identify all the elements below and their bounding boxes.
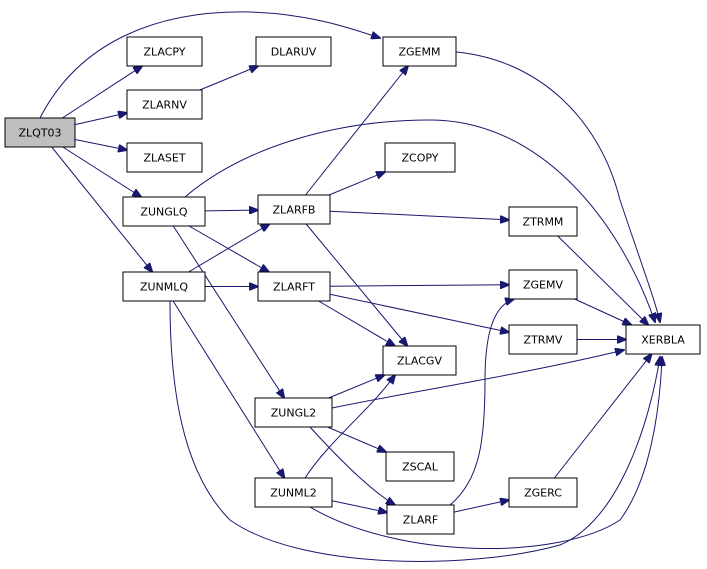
edge-zlarfb-to-zcopy — [328, 172, 385, 196]
node-zgemv[interactable]: ZGEMV — [508, 269, 578, 300]
edge-zunglq-to-zungl2 — [172, 225, 284, 398]
edge-zungl2-to-zlarf — [309, 426, 395, 505]
node-box — [385, 451, 455, 482]
edge-zlqt03-to-zlaset — [74, 139, 127, 151]
node-box — [382, 36, 457, 67]
node-zunglq[interactable]: ZUNGLQ — [122, 196, 206, 227]
node-box — [508, 477, 578, 508]
edge-zlarft-to-zgemv — [329, 285, 509, 286]
edge-zunml2-to-xerbla — [309, 357, 662, 550]
node-label: ZUNMLQ — [140, 281, 188, 294]
node-xerbla[interactable]: XERBLA — [625, 324, 701, 355]
node-zlarft[interactable]: ZLARFT — [257, 271, 331, 302]
edge-zungl2-to-xerbla — [331, 350, 624, 409]
edge-zunglq-to-xerbla — [184, 119, 655, 322]
node-box — [625, 324, 701, 355]
edge-zungl2-to-zlacgv — [328, 375, 385, 399]
node-zgemm[interactable]: ZGEMM — [382, 36, 457, 67]
node-zlarnv[interactable]: ZLARNV — [126, 89, 203, 120]
node-zlqt03[interactable]: ZLQT03 — [4, 117, 76, 148]
node-label: XERBLA — [641, 334, 685, 347]
edge-zunmlq-to-zunml2 — [172, 300, 284, 478]
edge-zunml2-to-zlacgv — [304, 375, 395, 479]
node-label: ZGEMV — [523, 279, 564, 292]
node-ztrmv[interactable]: ZTRMV — [508, 324, 578, 355]
node-label: ZLARNV — [142, 99, 187, 112]
node-box — [122, 196, 206, 227]
edge-zlqt03-to-zunmlq — [51, 146, 153, 272]
node-zlacpy[interactable]: ZLACPY — [126, 36, 203, 67]
node-label: ZLACPY — [143, 46, 185, 59]
node-ztrmm[interactable]: ZTRMM — [508, 206, 578, 237]
node-box — [508, 324, 578, 355]
node-box — [255, 36, 332, 67]
node-box — [126, 89, 203, 120]
edge-zlqt03-to-zlacpy — [62, 66, 142, 119]
node-label: ZLQT03 — [18, 127, 61, 140]
edge-zgemv-to-xerbla — [574, 298, 632, 325]
node-label: ZGEMM — [399, 46, 441, 59]
node-box — [122, 271, 206, 302]
node-box — [126, 142, 203, 173]
edge-zlarf-to-zgerc — [453, 500, 509, 513]
edge-zlarfb-to-ztrmm — [329, 210, 509, 220]
edge-zlqt03-to-zlarnv — [74, 113, 127, 126]
edge-zungl2-to-zscal — [327, 426, 387, 452]
node-label: ZGERC — [524, 487, 562, 500]
node-label: ZLARF — [403, 514, 438, 527]
node-label: ZLACGV — [397, 355, 442, 368]
node-label: ZTRMV — [524, 334, 563, 347]
node-box — [257, 271, 331, 302]
edge-zgemm-to-xerbla — [455, 51, 660, 322]
node-box — [4, 117, 76, 148]
edge-zunglq-to-zlarfb — [204, 210, 258, 211]
edge-zgerc-to-xerbla — [554, 354, 651, 479]
node-label: ZSCAL — [402, 461, 439, 474]
node-label: ZUNGLQ — [140, 206, 187, 219]
node-box — [508, 206, 578, 237]
node-box — [254, 477, 333, 508]
edge-zlarft-to-ztrmv — [329, 293, 509, 332]
edge-zunmlq-to-xerbla — [169, 300, 660, 562]
node-zungl2[interactable]: ZUNGL2 — [254, 397, 333, 428]
node-zscal[interactable]: ZSCAL — [385, 451, 455, 482]
node-zlarf[interactable]: ZLARF — [386, 504, 455, 535]
node-label: ZTRMM — [523, 216, 564, 229]
node-box — [386, 504, 455, 535]
node-label: DLARUV — [271, 46, 317, 59]
edge-zunglq-to-zlarft — [188, 225, 269, 272]
node-zlacgv[interactable]: ZLACGV — [382, 345, 457, 376]
edge-zlarfb-to-zlacgv — [305, 223, 407, 346]
node-dlaruv[interactable]: DLARUV — [255, 36, 332, 67]
node-label: ZCOPY — [402, 152, 439, 165]
node-zunmlq[interactable]: ZUNMLQ — [122, 271, 206, 302]
edge-zlqt03-to-zgemm — [39, 11, 380, 119]
node-zcopy[interactable]: ZCOPY — [384, 142, 456, 173]
node-box — [257, 194, 331, 225]
node-zunml2[interactable]: ZUNML2 — [254, 477, 333, 508]
node-zlaset[interactable]: ZLASET — [126, 142, 203, 173]
edge-zlarfb-to-zgemm — [305, 66, 409, 196]
node-box — [382, 345, 457, 376]
node-box — [508, 269, 578, 300]
edge-zlarft-to-zlacgv — [318, 300, 395, 346]
node-label: ZUNML2 — [270, 487, 316, 500]
node-label: ZLASET — [143, 152, 185, 165]
node-box — [384, 142, 456, 173]
edge-zunmlq-to-zlarfb — [188, 224, 270, 273]
edge-zlarf-to-zgemv — [449, 299, 514, 506]
node-label: ZLARFT — [273, 281, 315, 294]
edge-ztrmm-to-xerbla — [557, 235, 649, 325]
edge-zunml2-to-zlarf — [331, 500, 387, 513]
node-label: ZUNGL2 — [271, 407, 316, 420]
node-box — [254, 397, 333, 428]
node-label: ZLARFB — [273, 204, 316, 217]
node-box — [126, 36, 203, 67]
edge-zlarnv-to-dlaruv — [199, 66, 258, 91]
node-zgerc[interactable]: ZGERC — [508, 477, 578, 508]
node-zlarfb[interactable]: ZLARFB — [257, 194, 331, 225]
edge-zlqt03-to-zunglq — [62, 146, 141, 197]
